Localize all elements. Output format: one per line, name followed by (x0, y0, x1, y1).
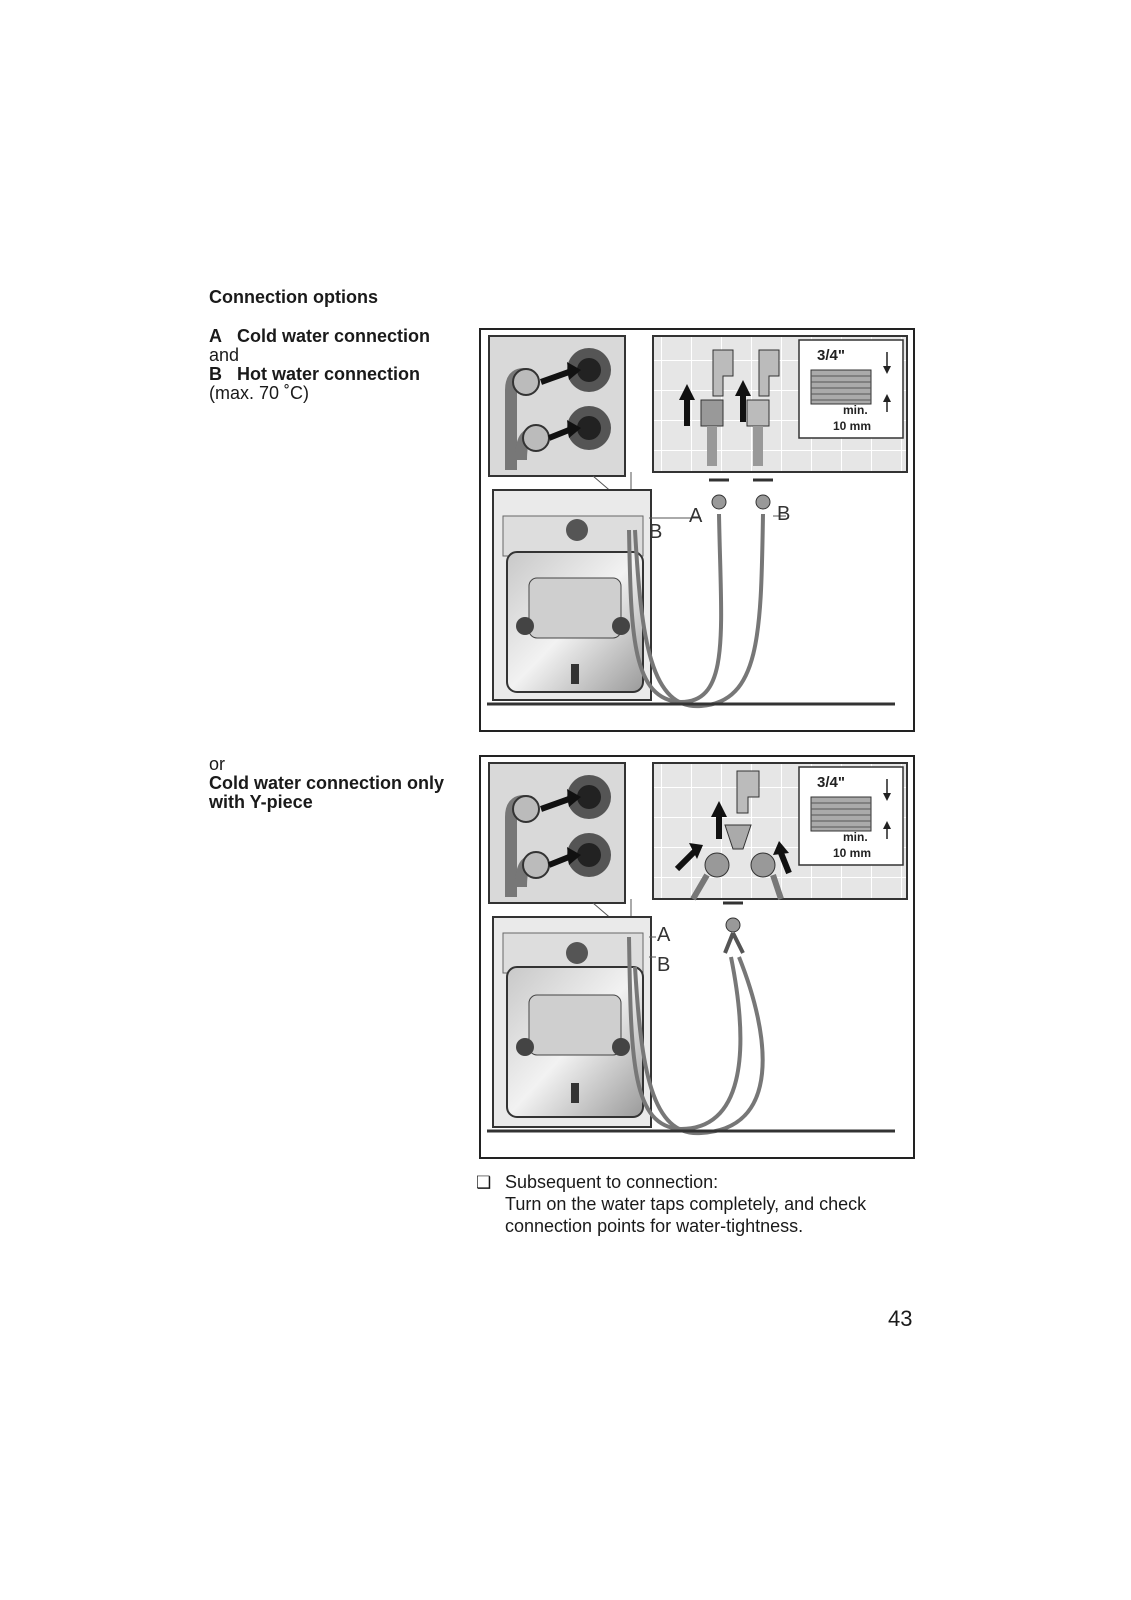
max-temperature-note: (max. 70 ˚C) (209, 384, 309, 403)
label-b-tap: B (777, 503, 790, 525)
min-value-label: 10 mm (833, 846, 871, 860)
tap-valves (709, 480, 773, 509)
y-piece-valve (723, 903, 743, 953)
illustration-y-piece-connection: 3/4" min. 10 mm A B (479, 755, 915, 1159)
thread-size-label: 3/4" (817, 347, 845, 364)
y-piece-tap-inset: 3/4" min. 10 mm (653, 763, 907, 899)
label-a: A (657, 924, 671, 946)
hose-connector-inset (489, 763, 625, 903)
y-piece-heading-line2: with Y-piece (209, 793, 313, 812)
option-b-heading: B Hot water connection (209, 365, 420, 384)
washing-machine-back (493, 899, 651, 1127)
hose-connector-inset (489, 336, 625, 476)
instruction-line1: Subsequent to connection: (505, 1171, 916, 1193)
and-connector: and (209, 346, 239, 365)
option-b-label: Hot water connection (237, 364, 420, 384)
instruction-block: ❑ Subsequent to connection: Turn on the … (476, 1171, 916, 1237)
section-title: Connection options (209, 287, 378, 308)
tap-connection-inset: 3/4" min. 10 mm (653, 336, 907, 472)
min-value-label: 10 mm (833, 419, 871, 433)
instruction-line2: Turn on the water taps completely, and c… (505, 1193, 916, 1215)
or-connector: or (209, 755, 225, 774)
min-label: min. (843, 403, 868, 417)
label-a: A (689, 505, 703, 527)
page-number: 43 (888, 1306, 912, 1332)
y-piece-heading-line1: Cold water connection only (209, 774, 444, 793)
option-a-letter: A (209, 326, 222, 346)
illustration-hot-cold-connection: 3/4" min. 10 mm (479, 328, 915, 732)
label-b-machine: B (649, 521, 662, 543)
instruction-line3: connection points for water-tightness. (505, 1215, 916, 1237)
option-b-letter: B (209, 364, 222, 384)
thread-size-label: 3/4" (817, 774, 845, 791)
checkbox-icon: ❑ (476, 1172, 491, 1194)
option-a-label: Cold water connection (237, 326, 430, 346)
min-label: min. (843, 830, 868, 844)
option-a-heading: A Cold water connection (209, 327, 430, 346)
label-b: B (657, 954, 670, 976)
washing-machine-back (493, 472, 651, 700)
